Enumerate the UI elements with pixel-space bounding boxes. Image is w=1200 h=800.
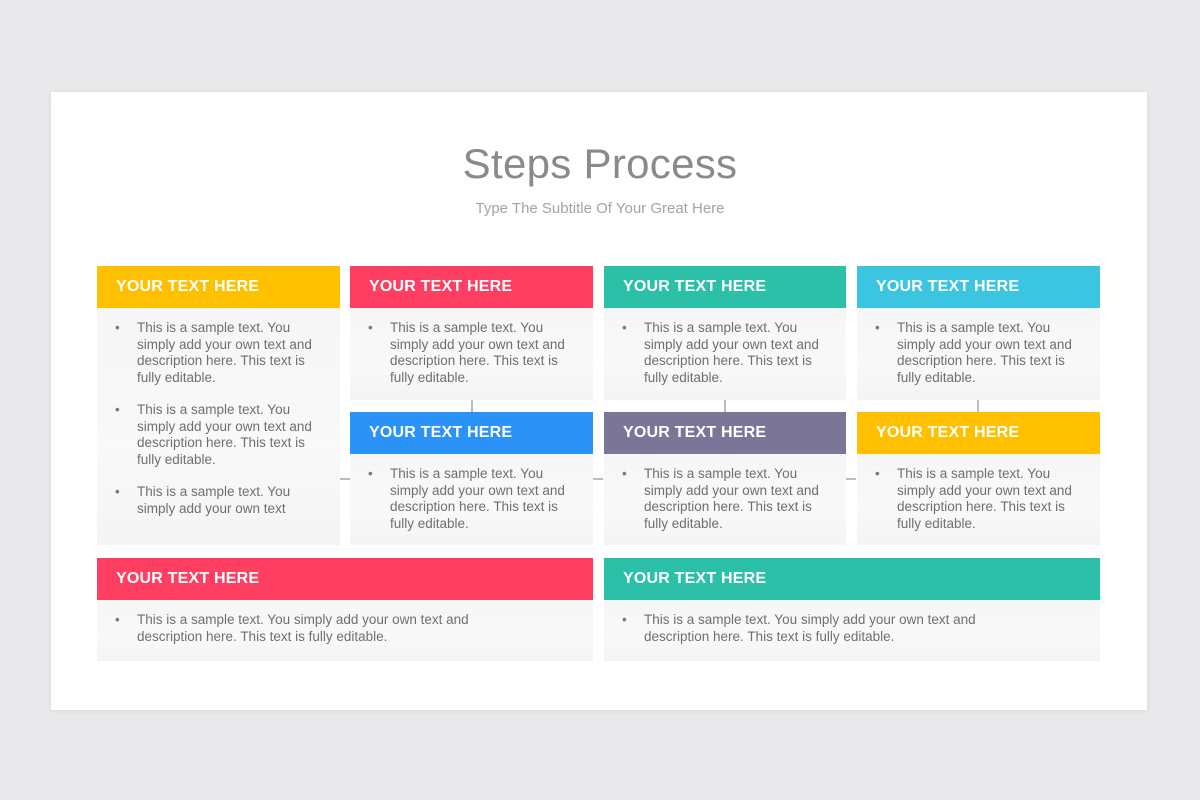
step-card: YOUR TEXT HERE This is a sample text. Yo… (350, 266, 593, 400)
step-card-bullet: This is a sample text. You simply add yo… (622, 320, 828, 386)
step-card-body: This is a sample text. You simply add yo… (857, 308, 1100, 400)
step-card: YOUR TEXT HERE This is a sample text. Yo… (97, 266, 340, 545)
step-card-body: This is a sample text. You simply add yo… (97, 600, 593, 661)
step-card-body: This is a sample text. You simply add yo… (857, 454, 1100, 545)
page-title: Steps Process (462, 140, 738, 187)
step-card-bullet: This is a sample text. You simply add yo… (115, 484, 322, 517)
step-card-bullet: This is a sample text. You simply add yo… (115, 320, 322, 386)
connector-line (593, 478, 603, 480)
step-card: YOUR TEXT HERE This is a sample text. Yo… (604, 412, 846, 545)
step-card-body: This is a sample text. You simply add yo… (350, 454, 593, 545)
step-card-header: YOUR TEXT HERE (857, 412, 1100, 454)
step-card-header: YOUR TEXT HERE (604, 412, 846, 454)
step-card: YOUR TEXT HERE This is a sample text. Yo… (604, 266, 846, 400)
step-card-body: This is a sample text. You simply add yo… (604, 600, 1100, 661)
step-card-bullet: This is a sample text. You simply add yo… (875, 466, 1082, 532)
step-card-header: YOUR TEXT HERE (350, 266, 593, 308)
connector-line (471, 400, 473, 412)
step-card-bullet: This is a sample text. You simply add yo… (875, 320, 1082, 386)
step-card-body: This is a sample text. You simply add yo… (604, 454, 846, 545)
step-card-header: YOUR TEXT HERE (97, 266, 340, 308)
step-card: YOUR TEXT HERE This is a sample text. Yo… (350, 412, 593, 545)
step-card-bullet: This is a sample text. You simply add yo… (622, 612, 1010, 645)
connector-line (724, 400, 726, 412)
step-card-header: YOUR TEXT HERE (857, 266, 1100, 308)
step-card: YOUR TEXT HERE This is a sample text. Yo… (857, 412, 1100, 545)
step-card-bullet: This is a sample text. You simply add yo… (368, 466, 575, 532)
step-card-body: This is a sample text. You simply add yo… (350, 308, 593, 400)
step-card-body: This is a sample text. You simply add yo… (97, 308, 340, 545)
step-card-bullet: This is a sample text. You simply add yo… (622, 466, 828, 532)
step-card-bullet: This is a sample text. You simply add yo… (368, 320, 575, 386)
step-card-header: YOUR TEXT HERE (97, 558, 593, 600)
connector-line (846, 478, 856, 480)
step-card-body: This is a sample text. You simply add yo… (604, 308, 846, 400)
step-card: YOUR TEXT HERE This is a sample text. Yo… (97, 558, 593, 661)
step-card-header: YOUR TEXT HERE (350, 412, 593, 454)
step-card: YOUR TEXT HERE This is a sample text. Yo… (604, 558, 1100, 661)
step-card-bullet: This is a sample text. You simply add yo… (115, 402, 322, 468)
step-card-header: YOUR TEXT HERE (604, 558, 1100, 600)
page-subtitle: Type The Subtitle Of Your Great Here (475, 200, 725, 217)
step-card-bullet: This is a sample text. You simply add yo… (115, 612, 503, 645)
step-card: YOUR TEXT HERE This is a sample text. Yo… (857, 266, 1100, 400)
connector-line (977, 400, 979, 412)
connector-line (340, 478, 350, 480)
step-card-header: YOUR TEXT HERE (604, 266, 846, 308)
